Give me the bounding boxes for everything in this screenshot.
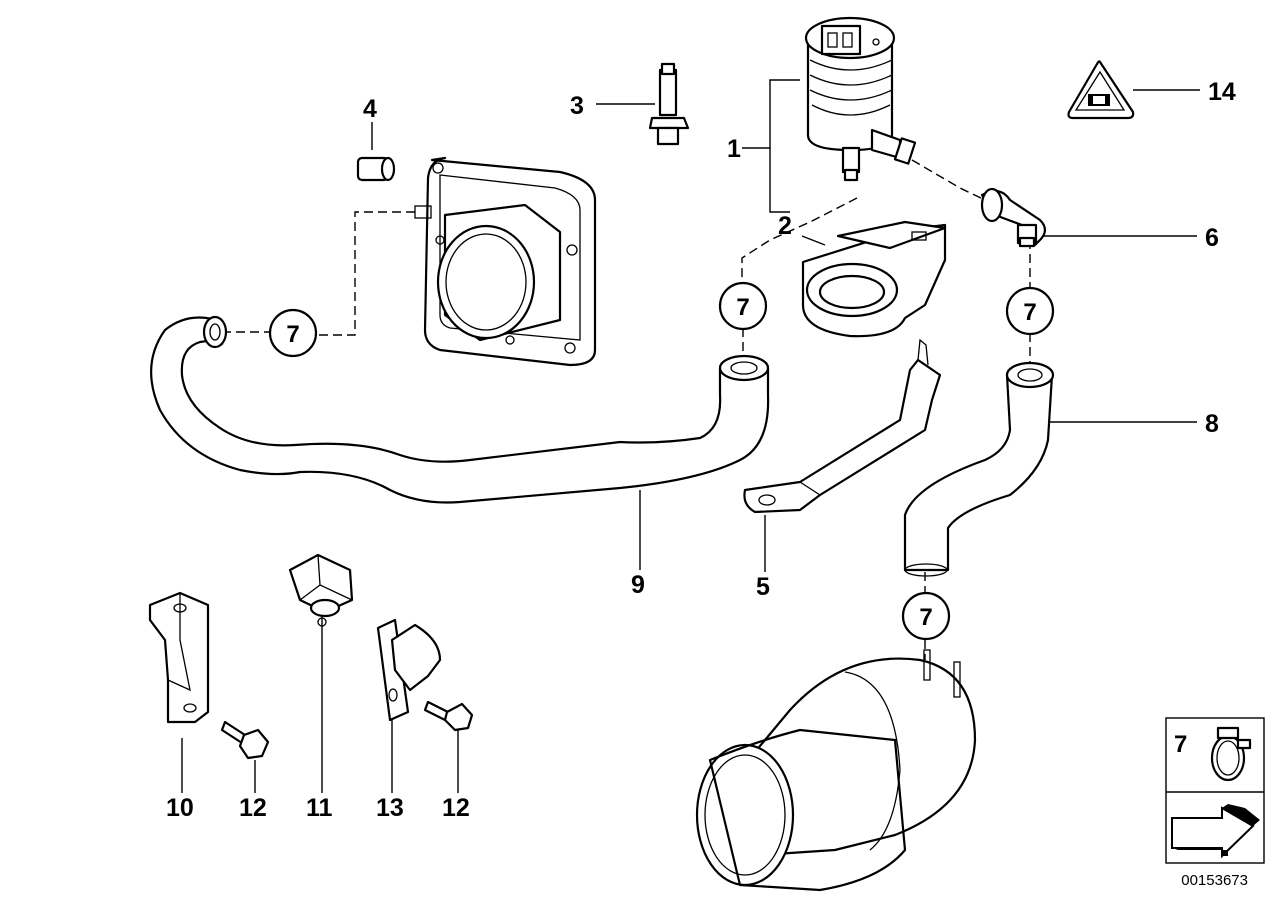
callout-7-throttle: 7 [286,321,299,348]
reservoir-tank [695,649,977,892]
arrow-icon [1171,804,1260,859]
callout-8: 8 [1205,410,1219,438]
bracket-part [743,338,942,514]
elbow-connector-part [980,187,1047,248]
long-hose-part [150,315,770,504]
circled-callout-7: 7 [718,281,768,331]
callout-11: 11 [306,794,333,822]
callout-12-left: 12 [239,794,267,822]
callout-13: 13 [376,794,404,822]
bolt-part-2 [423,700,474,732]
callout-12-right: 12 [442,794,470,822]
callout-4: 4 [363,95,377,123]
hose-clip-part [288,553,354,627]
throttle-housing [414,156,597,367]
callout-14: 14 [1208,78,1236,106]
circled-callout-7: 7 [901,591,951,641]
callout-6: 6 [1205,224,1219,252]
holder-clip-part [376,618,442,722]
callout-5: 5 [756,573,770,601]
pump-holder-part [801,220,947,338]
legend-box: 7 [1165,717,1265,864]
bolt-part [220,720,270,760]
legend-callout-7: 7 [1174,731,1187,758]
sleeve-part [356,156,396,182]
callout-3: 3 [570,92,584,120]
callout-2: 2 [778,212,792,240]
hose-clamp-icon [1210,726,1252,782]
angle-bracket-part [148,591,210,724]
leader-lines [181,79,1200,793]
short-hose-part [903,361,1055,577]
callout-7-connector: 7 [1023,299,1036,326]
washer-pump-part [804,16,917,182]
sensor-part [648,62,690,146]
callout-7-hose-top: 7 [736,294,749,321]
circled-callout-7: 7 [268,308,318,358]
warning-triangle-icon [1067,60,1135,120]
callout-9: 9 [631,571,645,599]
callout-1: 1 [727,135,741,163]
callout-7-tank: 7 [919,604,932,631]
circled-callout-7: 7 [1005,286,1055,336]
diagram-id: 00153673 [1181,872,1248,889]
callout-10: 10 [166,794,194,822]
